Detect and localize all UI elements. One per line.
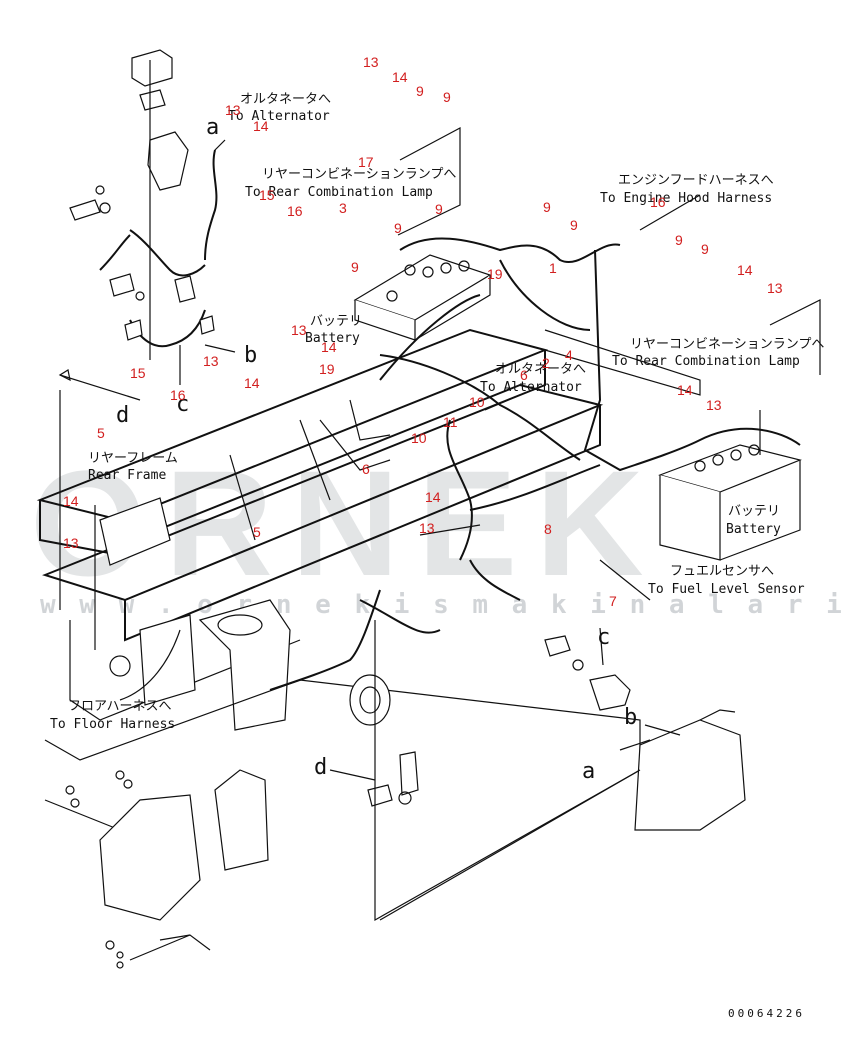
callout-number: 13 — [291, 322, 307, 338]
callout-number: 9 — [570, 217, 578, 233]
label-engine-hood-ja: エンジンフードハーネスへ — [618, 173, 774, 188]
view-letter: b — [244, 343, 257, 368]
callout-number: 14 — [677, 382, 693, 398]
label-to-alternator-mid-ja: オルタネータへ — [495, 362, 586, 377]
callout-number: 15 — [130, 365, 146, 381]
label-engine-hood-en: To Engine Hood Harness — [600, 191, 772, 206]
callout-number: 11 — [443, 414, 458, 430]
label-rear-combo-top-en: To Rear Combination Lamp — [245, 185, 433, 200]
view-letter: d — [116, 403, 129, 428]
callout-number: 16 — [170, 387, 186, 403]
japanese-english-labels: オルタネータへ To Alternator リヤーコンビネーションランプへ To… — [50, 92, 824, 732]
callout-number: 14 — [392, 69, 408, 85]
callout-number: 1 — [549, 260, 557, 276]
callout-number: 13 — [203, 353, 219, 369]
view-letter: c — [176, 392, 189, 417]
label-rear-combo-right-ja: リヤーコンビネーションランプへ — [630, 337, 824, 352]
callout-number: 13 — [363, 54, 379, 70]
callout-number: 6 — [362, 461, 370, 477]
callout-number: 2 — [542, 355, 550, 371]
callout-number: 3 — [339, 200, 347, 216]
callout-number: 10 — [469, 394, 485, 410]
callout-number: 5 — [253, 524, 261, 540]
view-letter: a — [582, 759, 595, 784]
view-letter: c — [597, 625, 610, 650]
label-to-alternator-top-en: To Alternator — [228, 109, 330, 124]
callout-number: 8 — [544, 521, 552, 537]
callout-number: 6 — [520, 367, 528, 383]
callout-number: 10 — [411, 430, 427, 446]
battery-tray-bar — [544, 329, 701, 396]
callout-number: 13 — [767, 280, 783, 296]
drawing-code: 00064226 — [728, 1007, 805, 1020]
callout-number: 13 — [63, 535, 79, 551]
callout-number: 17 — [358, 154, 374, 170]
label-rear-frame-ja: リヤーフレーム — [88, 451, 178, 466]
callout-number: 9 — [675, 232, 683, 248]
label-battery-left-ja: バッテリ — [310, 314, 362, 329]
label-rear-frame-en: Rear Frame — [88, 468, 166, 483]
callout-numbers: 13 14 9 9 13 14 17 15 16 3 9 16 9 9 19 9… — [63, 54, 783, 609]
callout-number: 14 — [425, 489, 441, 505]
callout-number: 9 — [416, 83, 424, 99]
callout-number: 14 — [244, 375, 260, 391]
battery-left — [353, 254, 492, 341]
view-letter: a — [206, 115, 219, 140]
callout-number: 19 — [319, 361, 335, 377]
callout-number: 9 — [435, 201, 443, 217]
callout-number: 9 — [351, 259, 359, 275]
view-letter: b — [624, 705, 637, 730]
label-battery-right-en: Battery — [726, 522, 781, 537]
wiring-harness — [119, 237, 801, 701]
callout-number: 9 — [443, 89, 451, 105]
label-rear-combo-right-en: To Rear Combination Lamp — [612, 354, 800, 369]
callout-number: 9 — [543, 199, 551, 215]
label-rear-combo-top-ja: リヤーコンビネーションランプへ — [262, 167, 456, 182]
view-letter: d — [314, 755, 327, 780]
callout-number: 9 — [701, 241, 709, 257]
callout-number: 15 — [259, 187, 275, 203]
label-battery-right-ja: バッテリ — [728, 504, 780, 519]
callout-number: 14 — [321, 339, 337, 355]
exploded-parts-top-left — [69, 49, 218, 360]
view-letters: a b c d a b c d — [116, 115, 637, 784]
callout-number: 19 — [487, 266, 503, 282]
battery-right — [658, 444, 802, 561]
watermark-url: w w w . o r n e k i s m a k i n a l a r … — [40, 590, 860, 620]
callout-number: 4 — [565, 347, 573, 363]
rear-frame-structure — [36, 328, 641, 969]
label-fuel-sensor-ja: フュエルセンサへ — [670, 564, 774, 579]
callout-number: 13 — [706, 397, 722, 413]
label-battery-left-en: Battery — [305, 331, 360, 346]
callout-number: 5 — [97, 425, 105, 441]
label-floor-harness-ja: フロアハーネスへ — [68, 699, 171, 714]
bracket-lower-right — [349, 620, 746, 922]
label-to-alternator-top-ja: オルタネータへ — [240, 92, 331, 107]
callout-number: 13 — [419, 520, 435, 536]
label-to-alternator-mid-en: To Alternator — [480, 380, 582, 395]
callout-number: 7 — [609, 593, 617, 609]
label-fuel-sensor-en: To Fuel Level Sensor — [648, 582, 805, 597]
callout-number: 14 — [253, 118, 269, 134]
callout-number: 14 — [63, 493, 79, 509]
label-floor-harness-en: To Floor Harness — [50, 717, 175, 732]
callout-number: 16 — [287, 203, 303, 219]
leader-lines — [58, 127, 821, 781]
callout-number: 9 — [394, 220, 402, 236]
callout-number: 16 — [650, 194, 666, 210]
callout-number: 14 — [737, 262, 753, 278]
callout-number: 13 — [225, 102, 241, 118]
